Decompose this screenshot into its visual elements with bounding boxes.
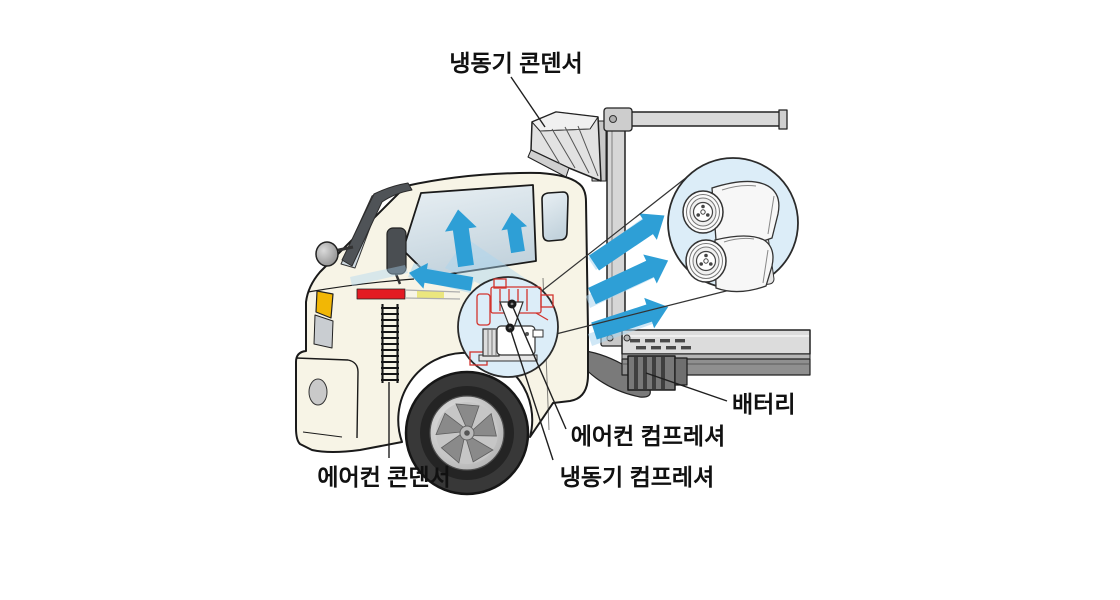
roof-rail: [619, 111, 784, 127]
fog-lamp: [308, 378, 328, 406]
corner-mirror: [315, 241, 339, 267]
airflow-arrow: [588, 254, 669, 305]
airflow-arrow: [445, 209, 477, 268]
label-refrigerator-condenser: 냉동기 콘덴서: [449, 50, 582, 76]
magnifier-compressors: [667, 157, 799, 293]
post-top-bracket: [603, 107, 633, 132]
airflow-rear: [586, 213, 669, 346]
compressor-upper: [682, 180, 780, 246]
airflow-arrow: [591, 297, 669, 340]
front-bumper: [295, 357, 359, 439]
leader-lines: [388, 76, 728, 461]
bolt-icon: [609, 115, 617, 123]
headlamp: [313, 314, 334, 349]
bolt-icon: [623, 334, 631, 342]
engine-outline: [469, 278, 554, 366]
airflow-arrow: [588, 213, 665, 271]
labels: 냉동기 콘덴서 에어컨 콘덴서 에어컨 컴프레셔 냉동기 컴프레셔 배터리: [317, 50, 795, 490]
stripe-molding: [404, 289, 461, 300]
label-refrigerator-compressor: 냉동기 컴프레셔: [560, 464, 715, 490]
bed-front-post: [606, 127, 626, 335]
quarter-window: [541, 191, 569, 242]
front-wheel: [404, 370, 530, 496]
label-ac-condenser: 에어컨 콘덴서: [317, 464, 450, 490]
leader-refrigerator-condenser: [510, 76, 546, 128]
magnifier-engine-bay: [457, 276, 559, 378]
red-stripe: [356, 288, 406, 300]
roof-rail-end-cap: [778, 109, 788, 130]
compressor-lower: [685, 235, 774, 293]
refrigerator-condenser-unit: [527, 111, 602, 182]
stripe-accent: [417, 291, 444, 298]
a-pillar-trim: [341, 182, 413, 267]
leader-ac-compressor: [511, 304, 567, 430]
compressor-small: [478, 325, 544, 362]
turn-signal-lamp: [315, 290, 334, 319]
label-battery: 배터리: [732, 391, 795, 417]
airflow-arrow: [501, 212, 528, 254]
mirror-arm: [394, 273, 402, 285]
label-ac-compressor: 에어컨 컴프레셔: [571, 423, 726, 449]
deck-vent-dashes: [630, 339, 691, 350]
leader-refrigerator-compressor: [509, 327, 554, 461]
magnifier-cone-lines: [542, 176, 743, 335]
airflow-arrow: [408, 263, 474, 291]
leader-battery: [645, 372, 728, 402]
ac-condenser-grille: [381, 304, 399, 383]
battery-unit: [627, 355, 688, 391]
